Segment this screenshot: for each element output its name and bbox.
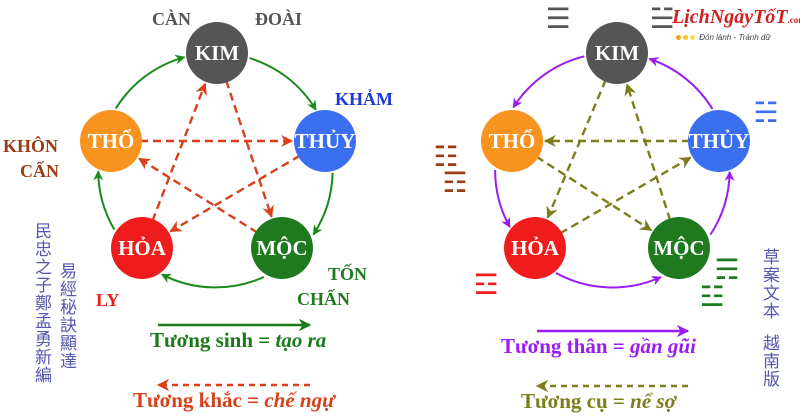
label-khon: KHÔN: [3, 135, 58, 156]
arrow-kim-to-tho: [512, 55, 585, 109]
node-moc: [251, 217, 313, 279]
dashed-arrow-moc-to-tho: [137, 157, 259, 234]
logo-slogan-row: Đón lành - Tránh dữ: [676, 33, 770, 42]
trigram-kim-right-icon: ☱: [649, 2, 674, 35]
node-kim: [586, 22, 648, 84]
arrow-moc-to-hoa: [160, 273, 265, 289]
node-tho: [80, 110, 142, 172]
legend-eq: =: [253, 328, 275, 352]
arrow-hoa-to-tho: [93, 170, 116, 231]
trigram-thuy-icon: ☵: [753, 96, 778, 129]
dashed-arrow-tho-to-moc: [535, 155, 653, 232]
vertical-text-left-2: 易經秘訣顯達: [56, 262, 76, 370]
node-hoa: [111, 217, 173, 279]
logo-dot-3: [690, 35, 695, 41]
logo-brand: LịchNgàyTốT.com: [672, 6, 800, 29]
right-diagram-attracting-fearing: KIM THỦY MỘC HỎA THỔ: [481, 22, 750, 289]
node-thuy-label: THỦY: [689, 129, 750, 153]
legend-term: Tương thân: [501, 334, 608, 358]
legend-eq: =: [608, 389, 630, 413]
logo-slogan: Đón lành - Tránh dữ: [699, 33, 771, 42]
node-kim-label: KIM: [595, 41, 640, 65]
node-moc-label: MỘC: [653, 236, 704, 260]
dashed-arrow-hoa-to-kim: [151, 82, 207, 222]
arrow-tho-to-kim: [114, 54, 186, 110]
lichngaytot-logo[interactable]: LịchNgàyTốT.com Đón lành - Tránh dữ: [662, 6, 800, 46]
legend-term: Tương cụ: [521, 389, 608, 413]
legend-term: Tương sinh: [150, 328, 253, 352]
label-kham: KHẢM: [335, 89, 393, 109]
left-trigram-labels: CÀN ĐOÀI KHẢM KHÔN CẤN LY TỐN CHẤN: [3, 8, 393, 310]
right-trigram-symbols: ☰ ☱ ☵ ☷☶ ☲ ☴☳: [433, 2, 778, 313]
node-hoa-label: HỎA: [118, 236, 167, 260]
label-can2: CẤN: [20, 160, 59, 181]
legend-eq: =: [608, 334, 630, 358]
legend-text-0: Tương sinh = tạo ra: [150, 328, 326, 352]
arrow-thuy-to-kim: [648, 56, 714, 110]
node-moc: [648, 217, 710, 279]
legend-text-1: Tương khắc = chế ngự: [133, 388, 336, 412]
label-chan: CHẤN: [297, 288, 350, 309]
legend-text-0: Tương thân = gần gũi: [501, 334, 696, 358]
arrow-thuy-to-moc: [312, 172, 334, 236]
arrow-tho-to-hoa: [494, 170, 511, 228]
legend-meaning: nể sợ: [630, 389, 677, 413]
legend-meaning: gần gũi: [629, 334, 696, 358]
legend-meaning: chế ngự: [264, 388, 336, 412]
node-moc-label: MỘC: [256, 236, 307, 260]
label-doai: ĐOÀI: [255, 8, 302, 29]
node-tho-label: THỔ: [88, 129, 135, 153]
label-ton: TỐN: [328, 263, 367, 284]
dashed-arrow-kim-to-moc: [225, 80, 274, 218]
arrow-moc-to-thuy: [709, 170, 735, 236]
left-diagram-generating-controlling: KIM THỦY MỘC HỎA THỔ: [80, 22, 356, 289]
vertical-text-right-2: 越南版: [759, 334, 779, 388]
node-hoa: [504, 217, 566, 279]
trigram-kim-left-icon: ☰: [545, 2, 570, 35]
node-thuy: [688, 110, 750, 172]
label-ly: LY: [96, 290, 119, 310]
node-kim-label: KIM: [195, 41, 240, 65]
node-tho: [481, 110, 543, 172]
legend-term: Tương khắc: [133, 388, 242, 412]
dashed-arrow-moc-to-kim: [624, 83, 672, 221]
trigram-moc-2-icon: ☳: [699, 280, 724, 313]
arrow-kim-to-thuy: [249, 57, 317, 111]
trigram-tho-2-icon: ☶: [442, 166, 467, 199]
node-kim: [186, 22, 248, 84]
trigram-moc-1-icon: ☴: [714, 253, 739, 286]
node-thuy-label: THỦY: [295, 129, 356, 153]
logo-brand-text: LịchNgàyTốT: [672, 6, 788, 28]
node-thuy: [294, 110, 356, 172]
legend-meaning: tạo ra: [276, 328, 327, 352]
vertical-text-right-1: 草案文本: [759, 248, 779, 320]
legend-eq: =: [242, 388, 264, 412]
logo-dot-2: [683, 35, 688, 41]
node-tho-label: THỔ: [489, 129, 536, 153]
trigram-hoa-icon: ☲: [473, 268, 498, 301]
dashed-arrow-kim-to-hoa: [546, 79, 607, 219]
logo-dot-1: [676, 35, 681, 41]
legend-text-1: Tương cụ = nể sợ: [521, 389, 678, 413]
vertical-text-left-1: 民忠之子鄭孟勇新編: [31, 222, 51, 384]
node-hoa-label: HỎA: [511, 236, 560, 260]
left-legend: Tương sinh = tạo ra Tương khắc = chế ngự: [133, 318, 336, 412]
logo-domain: .com: [787, 15, 800, 25]
trigram-tho-1-icon: ☷: [433, 140, 458, 173]
dashed-arrow-thuy-to-hoa: [169, 154, 301, 233]
arrow-hoa-to-moc: [555, 272, 662, 289]
label-can: CÀN: [152, 8, 191, 29]
